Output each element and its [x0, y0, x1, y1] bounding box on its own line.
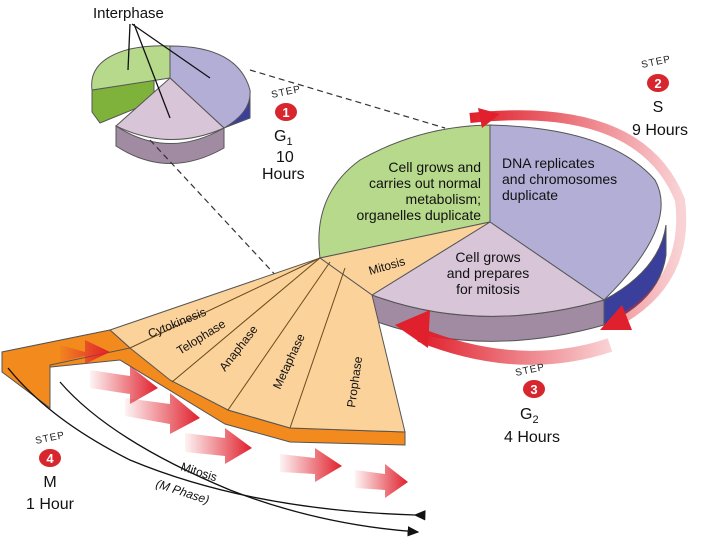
svg-text:G2: G2: [520, 406, 539, 426]
mitosis-arrow-1: [60, 340, 110, 364]
step-1: STEP 1 G1 10 Hours: [262, 84, 305, 183]
svg-text:and chromosomes: and chromosomes: [502, 171, 617, 187]
big-pie: [318, 124, 667, 342]
interphase-label: Interphase: [93, 5, 164, 22]
svg-text:9 Hours: 9 Hours: [632, 122, 688, 139]
big-pie-s-top: [489, 124, 662, 301]
small-pie-g2-top: [115, 77, 225, 140]
svg-text:carries out normal: carries out normal: [369, 175, 481, 191]
svg-text:S: S: [653, 99, 664, 116]
step-2: STEP 2 S 9 Hours: [632, 54, 688, 139]
step-1-badge: [275, 103, 297, 121]
svg-text:4 Hours: 4 Hours: [504, 429, 560, 446]
svg-text:and prepares: and prepares: [447, 265, 530, 281]
dashed-link-top: [249, 69, 446, 129]
svg-text:STEP: STEP: [270, 84, 302, 101]
interphase-pointer-2: [131, 23, 211, 79]
interphase-pointer-1: [127, 23, 131, 71]
fan-divider-2: [171, 257, 321, 383]
step-3: STEP 3 G2 4 Hours: [504, 362, 560, 446]
g2-phase-arrow: [417, 328, 613, 365]
dashed-link-bottom: [149, 139, 281, 281]
svg-text:duplicate: duplicate: [502, 187, 558, 203]
fan-divider-3: [227, 261, 331, 411]
m-phase-sweep-lower: [59, 381, 420, 537]
svg-text:1: 1: [282, 105, 289, 120]
svg-text:10: 10: [276, 149, 294, 166]
svg-text:DNA replicates: DNA replicates: [502, 155, 595, 171]
step-4: STEP 4 M 1 Hour: [26, 430, 75, 513]
mitosis-arrow-4: [185, 428, 252, 464]
svg-text:for mitosis: for mitosis: [456, 281, 520, 297]
s-description: DNA replicates and chromosomes duplicate: [502, 155, 617, 203]
svg-text:4: 4: [46, 451, 54, 466]
mitosis-caption: Mitosis: [179, 460, 219, 485]
fan-divider-4: [289, 267, 346, 429]
step-3-badge: [523, 380, 545, 398]
s-phase-arrow-head: [600, 305, 632, 330]
svg-text:G1: G1: [274, 128, 293, 148]
step-2-badge: [647, 74, 669, 92]
svg-text:Cell grows: Cell grows: [455, 249, 520, 265]
small-pie: [91, 23, 251, 164]
big-pie-g1-top: [318, 124, 491, 259]
svg-text:2: 2: [654, 76, 661, 91]
svg-text:metabolism;: metabolism;: [406, 191, 481, 207]
big-pie-g2-top: [370, 221, 606, 317]
svg-text:Hours: Hours: [262, 166, 305, 183]
mitosis-arrow-2: [90, 366, 158, 404]
top-arrow-head: [478, 108, 500, 128]
mitosis-fan-left-block: [1, 329, 132, 409]
m-phase-caption: (M Phase): [154, 477, 211, 507]
small-pie-g1-top: [91, 45, 171, 91]
mitosis-arrow-5: [280, 448, 342, 482]
g2-description: Cell grows and prepares for mitosis: [447, 249, 530, 297]
svg-text:STEP: STEP: [640, 54, 672, 71]
svg-text:1 Hour: 1 Hour: [26, 496, 75, 513]
mitosis-arrow-3: [125, 393, 200, 434]
svg-text:Cell grows and: Cell grows and: [388, 159, 481, 175]
g2-phase-arrow-head: [395, 310, 430, 348]
svg-text:organelles duplicate: organelles duplicate: [356, 207, 481, 223]
step-4-badge: [39, 449, 61, 467]
m-phase-sweep-upper: [7, 367, 426, 521]
svg-text:M: M: [43, 474, 56, 491]
svg-text:STEP: STEP: [34, 430, 66, 447]
mitosis-arrow-6: [355, 464, 408, 498]
interphase-pointer-3: [133, 23, 171, 119]
s-phase-arrow: [469, 110, 687, 325]
g1-description: Cell grows and carries out normal metabo…: [356, 159, 481, 223]
svg-text:3: 3: [530, 382, 537, 397]
small-pie-s-top: [169, 45, 251, 129]
fan-divider-1: [129, 257, 321, 349]
mitosis-arrows: [60, 340, 408, 498]
